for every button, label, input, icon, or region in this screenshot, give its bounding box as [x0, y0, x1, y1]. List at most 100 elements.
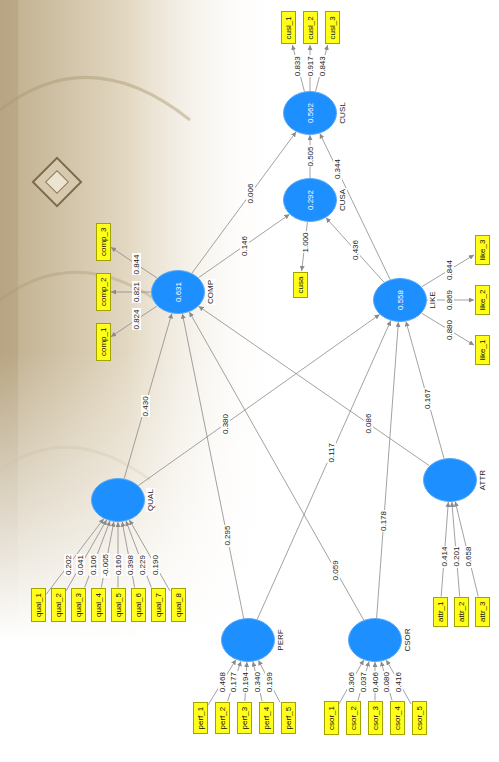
indicator-name: attr_3 [478, 602, 487, 622]
indicator-box: qual_7 [151, 588, 166, 622]
path-coefficient: 0.398 [126, 554, 135, 576]
path-coefficient: 0.041 [76, 554, 85, 576]
arch [0, 77, 190, 120]
construct-name: QUAL [146, 488, 155, 512]
path-connector [228, 661, 241, 701]
path-coefficient: 0.178 [379, 510, 388, 532]
arch [0, 272, 170, 310]
indicator-box: comp_3 [96, 223, 111, 261]
ornament [46, 171, 69, 194]
r-squared-value: 0.292 [306, 178, 315, 222]
path-connector [182, 314, 243, 619]
path-connector [422, 255, 474, 287]
construct-ellipse: ATTR [423, 458, 477, 502]
indicator-name: csor_5 [415, 706, 424, 730]
path-coefficient: 0.821 [132, 281, 141, 303]
indicator-name: qual_5 [114, 593, 123, 617]
path-coefficient: 0.340 [253, 671, 262, 693]
path-coefficient: 0.406 [371, 671, 380, 693]
path-connector [126, 521, 151, 587]
path-coefficient: 0.833 [293, 55, 302, 77]
indicator-box: cusl_3 [325, 11, 340, 44]
path-coefficient: 0.059 [331, 559, 340, 581]
construct-ellipse: 0.292CUSA [283, 178, 337, 222]
indicator-box: comp_1 [96, 323, 111, 361]
path-coefficient: 0.869 [445, 289, 454, 311]
path-coefficient: 0.436 [351, 239, 360, 261]
indicator-box: qual_2 [51, 588, 66, 622]
construct-name: CUSL [338, 101, 347, 124]
ellipse-outline [423, 458, 477, 502]
construct-ellipse: 0.558LIKE [373, 278, 427, 322]
path-connector [124, 313, 172, 478]
indicator-box: like_2 [475, 285, 490, 316]
indicator-name: csor_3 [371, 706, 380, 730]
construct-ellipse: QUAL [91, 478, 145, 522]
path-coefficient: 0.416 [394, 671, 403, 693]
indicator-name: cusl_1 [284, 16, 293, 39]
construct-name: LIKE [428, 290, 437, 309]
path-coefficient: 0.117 [327, 442, 336, 463]
path-connector [199, 306, 430, 466]
indicator-box: csor_3 [368, 701, 383, 735]
indicator-name: comp_3 [99, 228, 108, 256]
path-coefficient: 0.414 [440, 546, 449, 568]
path-coefficient: 0.344 [333, 158, 342, 180]
path-connector [326, 218, 384, 283]
r-squared-value: 0.631 [174, 270, 183, 314]
path-connector [111, 306, 157, 337]
indicator-box: cusl_1 [281, 11, 296, 44]
ellipse-fill [152, 271, 205, 314]
indicator-name: qual_6 [134, 593, 143, 617]
path-connector [189, 312, 363, 620]
indicator-box: csor_5 [412, 701, 427, 735]
path-coefficient: 0.505 [306, 145, 315, 167]
path-connector [129, 520, 170, 591]
path-coefficient: 0.160 [114, 554, 123, 576]
indicator-name: attr_2 [457, 602, 466, 622]
path-coefficient: 0.194 [241, 671, 250, 693]
path-coefficient: 0.167 [423, 388, 432, 410]
path-coefficient: 0.844 [445, 259, 454, 281]
indicator-box: perf_1 [193, 702, 208, 735]
ellipse-fill [222, 619, 275, 662]
path-connector [122, 522, 135, 588]
construct-ellipse: PERF [221, 618, 275, 662]
path-coefficient: 0.086 [364, 413, 373, 435]
path-connector [406, 321, 444, 458]
path-coefficient: -0.005 [101, 553, 110, 578]
indicator-name: qual_7 [154, 593, 163, 617]
indicator-box: qual_3 [71, 588, 86, 622]
path-coefficient: 0.199 [265, 671, 274, 693]
indicator-name: csor_4 [393, 706, 402, 730]
ellipse-fill [424, 459, 477, 502]
indicator-box: attr_3 [475, 597, 490, 627]
path-connector [377, 322, 399, 618]
construct-name: CUSA [338, 188, 347, 212]
indicator-box: csor_2 [346, 701, 361, 735]
ellipse-outline [91, 478, 145, 522]
column [0, 0, 18, 640]
r-squared-value: 0.558 [396, 278, 405, 322]
indicator-name: perf_4 [262, 707, 271, 730]
ellipse-outline [348, 618, 402, 662]
indicator-box: perf_2 [215, 702, 230, 735]
indicator-name: perf_3 [240, 707, 249, 730]
path-connector [46, 519, 104, 595]
indicator-name: attr_1 [436, 602, 445, 622]
indicator-box: qual_4 [91, 588, 106, 622]
path-connector [253, 662, 262, 701]
ornament [33, 158, 81, 206]
path-coefficient: 1.000 [301, 231, 310, 253]
path-coefficient: 0.201 [452, 546, 461, 568]
indicator-name: perf_1 [196, 707, 205, 730]
ellipse-fill [284, 179, 337, 222]
path-connector [257, 321, 391, 620]
indicator-box: perf_3 [237, 702, 252, 735]
indicator-name: qual_2 [54, 593, 63, 617]
r-squared-value: 0.562 [306, 91, 315, 135]
path-coefficient: 0.468 [218, 671, 227, 693]
path-coefficient: 0.006 [246, 183, 255, 205]
path-coefficient: 0.844 [132, 253, 141, 275]
indicator-box: attr_2 [454, 597, 469, 627]
